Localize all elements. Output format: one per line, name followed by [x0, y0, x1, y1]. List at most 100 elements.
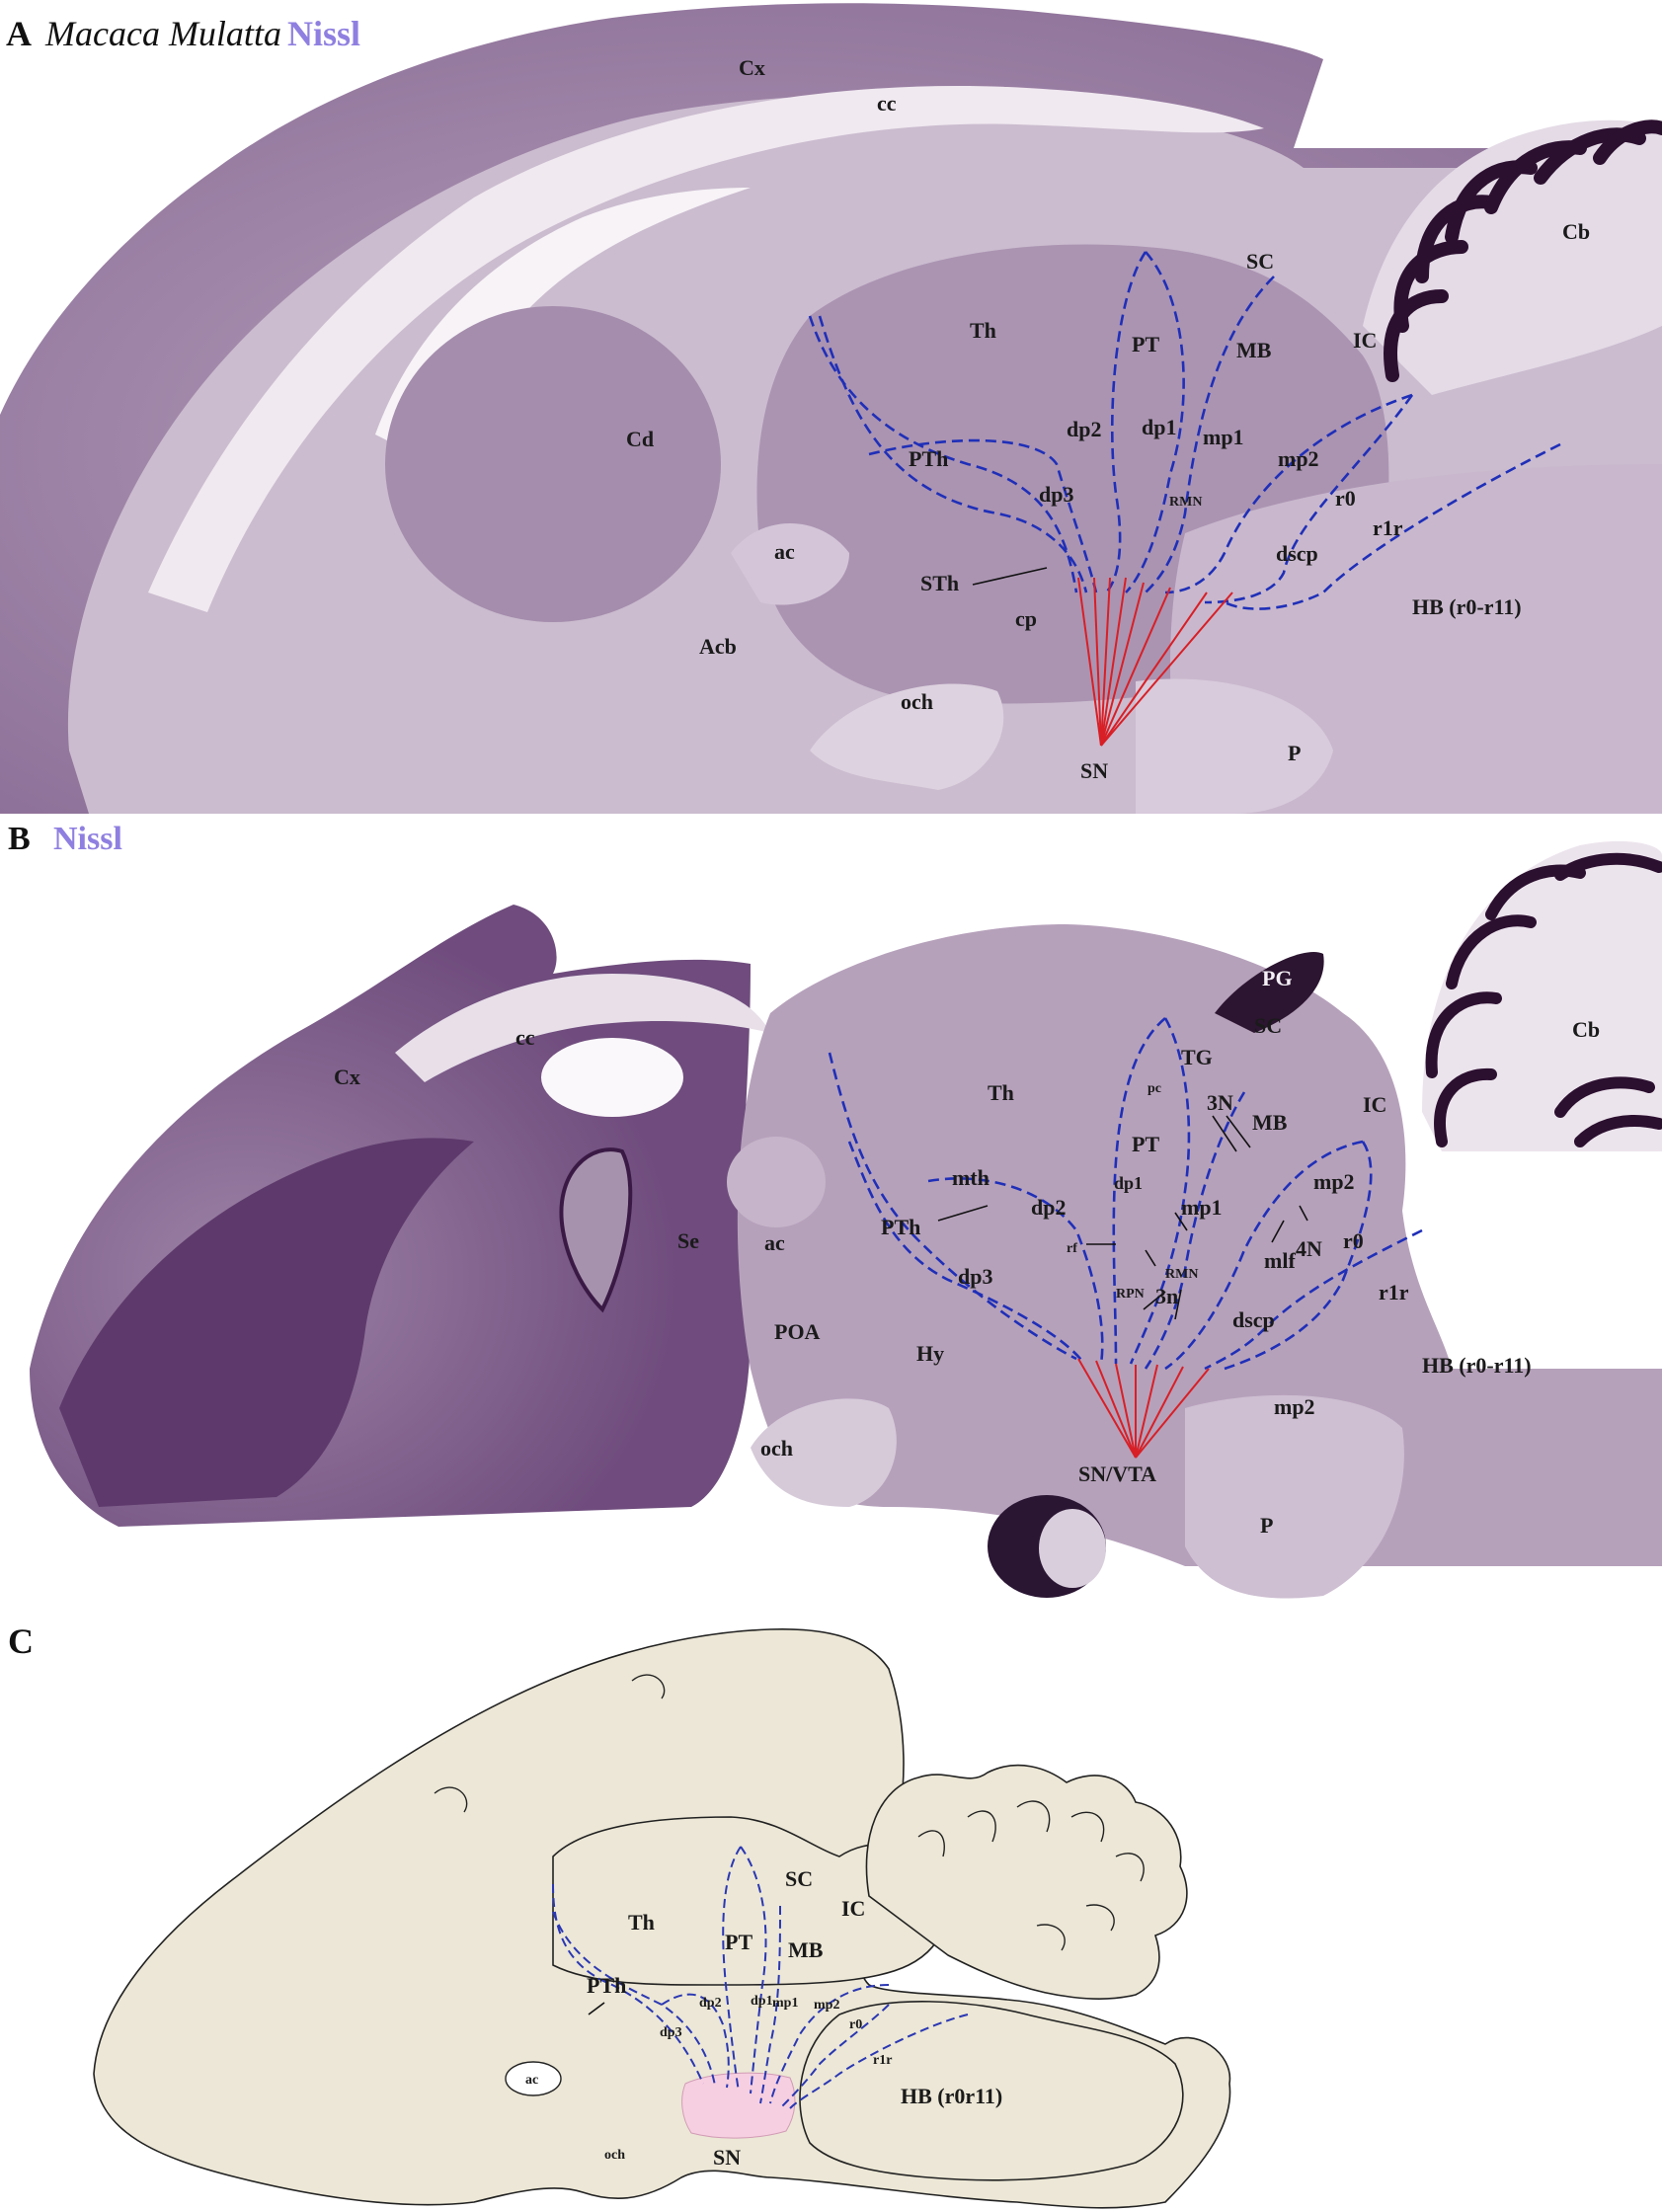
label-pg: PG — [1262, 966, 1293, 990]
label-r0: r0 — [1343, 1228, 1364, 1253]
label-acb: Acb — [699, 634, 737, 659]
label-mp2-upper: mp2 — [1313, 1169, 1355, 1194]
label-pth: PTh — [909, 446, 948, 471]
label-dp2: dp2 — [1067, 417, 1101, 441]
label-mlf: mlf — [1264, 1248, 1296, 1273]
label-dp2: dp2 — [1031, 1195, 1066, 1220]
pth-pointer — [588, 2002, 605, 2015]
sulcus-1 — [434, 1786, 468, 1813]
label-dp3: dp3 — [1039, 482, 1073, 507]
cerebellum — [1363, 119, 1662, 395]
label-p: P — [1288, 741, 1301, 765]
pons — [1136, 678, 1333, 814]
label-sth: STh — [920, 571, 959, 595]
snvta-connector-lines — [1077, 1358, 1210, 1459]
anterior-commissure — [731, 523, 849, 605]
label-sc: SC — [1254, 1013, 1282, 1038]
label-cc: cc — [877, 91, 897, 116]
label-snvta: SN/VTA — [1078, 1462, 1156, 1486]
label-3n-lower: 3n — [1155, 1284, 1178, 1308]
prosomere-boundaries — [828, 1017, 1423, 1371]
label-dp1: dp1 — [1142, 415, 1176, 439]
label-rpn: RPN — [1116, 1287, 1145, 1302]
label-cx: Cx — [739, 55, 765, 80]
corpus-callosum — [395, 974, 770, 1082]
prosomere-boundaries — [808, 251, 1561, 610]
label-r0: r0 — [849, 2017, 862, 2032]
label-sn: SN — [713, 2145, 741, 2170]
stain-label: Nissl — [53, 821, 122, 857]
ventricle — [541, 1038, 683, 1117]
tissue-fragment-inner — [1039, 1509, 1106, 1588]
label-ic: IC — [841, 1896, 865, 1921]
panel-a-figure: A Macaca Mulatta Nissl Cx cc Cb SC IC Th… — [0, 0, 1662, 814]
label-mp1: mp1 — [772, 1996, 798, 2011]
label-th: Th — [628, 1910, 655, 1935]
label-hb: HB (r0-r11) — [1422, 1353, 1532, 1378]
septum-loop — [559, 1147, 633, 1313]
label-ac: ac — [774, 539, 795, 564]
label-r1r: r1r — [1373, 515, 1403, 540]
label-cb: Cb — [1572, 1017, 1600, 1042]
label-pt: PT — [1132, 332, 1159, 356]
label-mp1: mp1 — [1181, 1195, 1223, 1220]
label-sc: SC — [785, 1866, 813, 1891]
diencephalon — [737, 924, 1662, 1566]
label-mth: mth — [952, 1165, 989, 1190]
label-pth: PTh — [881, 1215, 920, 1239]
panel-b-letter: B — [8, 821, 31, 857]
species-title: Macaca Mulatta — [44, 14, 281, 53]
label-mp2-lower: mp2 — [1274, 1394, 1315, 1419]
label-r1r: r1r — [1379, 1280, 1409, 1304]
stain-label-bg — [283, 14, 378, 55]
label-cc: cc — [515, 1025, 535, 1050]
cerebellar-folia — [1425, 852, 1662, 1147]
stain-label: Nissl — [287, 14, 360, 53]
label-mb: MB — [1252, 1110, 1288, 1135]
label-pt: PT — [725, 1930, 752, 1954]
label-th: Th — [970, 318, 996, 343]
pointer-lines — [937, 1115, 1308, 1320]
pons — [1185, 1394, 1404, 1599]
label-dp1: dp1 — [1114, 1173, 1143, 1193]
cerebellum-outline — [865, 1764, 1188, 2000]
label-4n: 4N — [1296, 1236, 1322, 1261]
sn-connector-lines — [1077, 577, 1233, 747]
cerebellar-folia — [1384, 119, 1662, 382]
sth-pointer — [972, 567, 1048, 586]
inner-cortex — [59, 1138, 474, 1507]
label-hy: Hy — [916, 1341, 944, 1366]
corpus-callosum — [148, 85, 1264, 613]
label-r0: r0 — [1335, 486, 1356, 511]
panel-b: B Nissl PG SC Cb TG cc Cx Th pc IC MB 3N… — [0, 816, 1662, 1606]
label-ic: IC — [1363, 1092, 1386, 1117]
panel-c-letter: C — [8, 1621, 34, 1661]
panel-c: C SC IC Th PT MB P — [0, 1610, 1662, 2212]
anterior-commissure — [505, 2061, 562, 2096]
label-dp3: dp3 — [660, 2025, 682, 2040]
label-ic: IC — [1353, 328, 1377, 353]
label-cp: cp — [1015, 606, 1037, 631]
anterior-commissure — [727, 1137, 826, 1227]
hindbrain-outline — [799, 2001, 1184, 2181]
sulcus-2 — [631, 1674, 666, 1699]
optic-chiasm — [751, 1398, 897, 1507]
label-dscp: dscp — [1276, 541, 1318, 566]
label-rmn: RMN — [1165, 1267, 1198, 1282]
label-r1r: r1r — [873, 2053, 892, 2068]
label-pc: pc — [1148, 1081, 1161, 1096]
prosomere-boundaries — [552, 1846, 969, 2109]
label-poa: POA — [774, 1319, 821, 1344]
label-och: och — [760, 1436, 793, 1461]
label-p: P — [1260, 1513, 1273, 1538]
label-cd: Cd — [626, 427, 654, 451]
label-hb: HB (r0r11) — [901, 2084, 1002, 2108]
caudate — [385, 306, 721, 622]
label-dscp: dscp — [1232, 1307, 1275, 1332]
label-cx: Cx — [334, 1065, 360, 1089]
optic-chiasm — [810, 683, 1004, 790]
label-dp3: dp3 — [958, 1264, 992, 1289]
panel-c-schematic: C SC IC Th PT MB P — [0, 1610, 1662, 2212]
label-mp2: mp2 — [814, 1998, 839, 2013]
label-och: och — [604, 2148, 625, 2163]
